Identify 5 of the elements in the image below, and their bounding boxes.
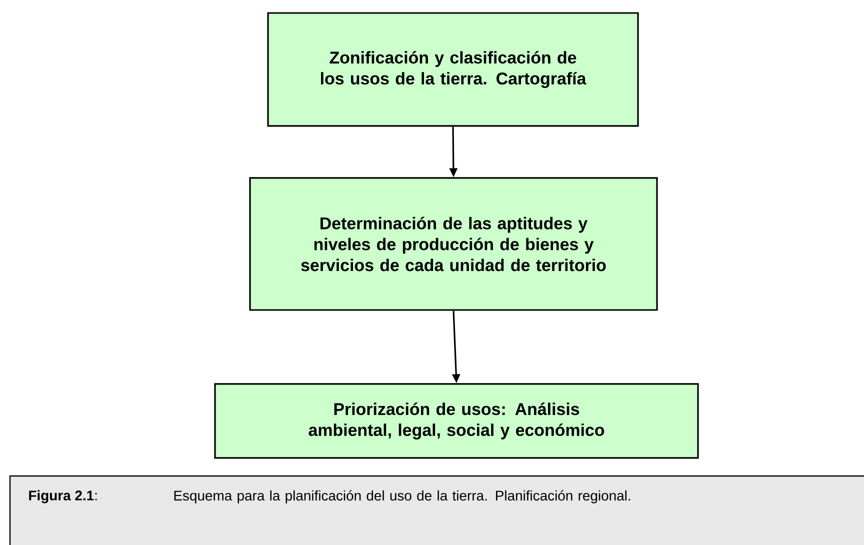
process-box: Zonificación y clasificación de los usos de la tierra. Cartografía: [267, 12, 639, 127]
figure-number: Figura 2.1:: [29, 490, 97, 504]
caption: Esquema para la planificación del uso de la tierra. Planificación regional.: [174, 490, 630, 504]
process-box: Determinación de las aptitudes y niveles de producción de bienes y servicios de cada unidad de territorio: [249, 177, 658, 311]
process-box: Priorización de usos: Análisis ambiental, legal, social y económico: [214, 383, 699, 459]
